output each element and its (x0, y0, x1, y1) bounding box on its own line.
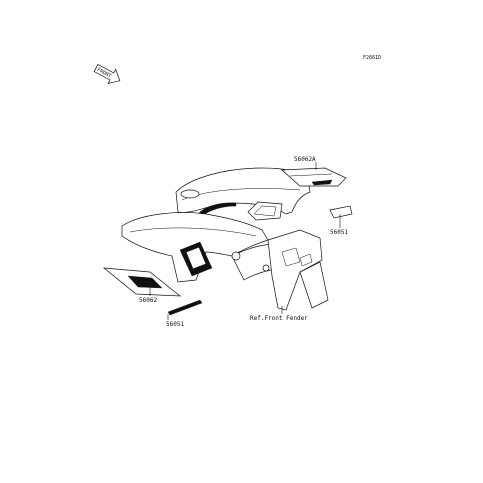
front-fender-crease (129, 227, 257, 237)
label-56062a: 56062A (294, 156, 316, 163)
side-cover-vent (281, 247, 301, 267)
leader-lines (149, 162, 341, 320)
front-arrow-shape (93, 63, 121, 85)
rear-fender-pocket (247, 201, 283, 221)
decal-56062 (102, 267, 182, 297)
side-cover-vent-2 (299, 253, 313, 267)
rear-fender-trim (197, 202, 237, 217)
rear-fender-cap (180, 189, 200, 199)
decal-56051-right-shape (329, 205, 353, 219)
decal-56051-left-shape (167, 299, 203, 316)
label-56062: 56062 (139, 297, 157, 304)
decal-56062-logo (127, 275, 163, 289)
rear-fender-pocket-inner (253, 205, 277, 217)
decal-56062a-line (289, 173, 333, 177)
side-cover-lower (299, 261, 329, 309)
decal-56051-right (329, 205, 353, 219)
front-fender-hole (231, 251, 241, 261)
label-56051-right: 56051 (330, 229, 348, 236)
front-arrow-label: FRONT (96, 67, 112, 79)
rear-fender (175, 167, 311, 221)
decal-56062a (281, 167, 347, 187)
label-ref-front-fender: Ref.Front Fender (250, 315, 308, 322)
front-fender-hole-2 (262, 264, 270, 272)
front-fender-panel-inner (185, 246, 207, 270)
front-direction-arrow-icon: FRONT (93, 63, 121, 85)
side-cover (267, 229, 329, 311)
decal-56051-left (167, 299, 203, 316)
diagram-code: F2661D (363, 55, 381, 61)
label-56051-left: 56051 (166, 321, 184, 328)
decal-56062a-mark (311, 179, 333, 186)
